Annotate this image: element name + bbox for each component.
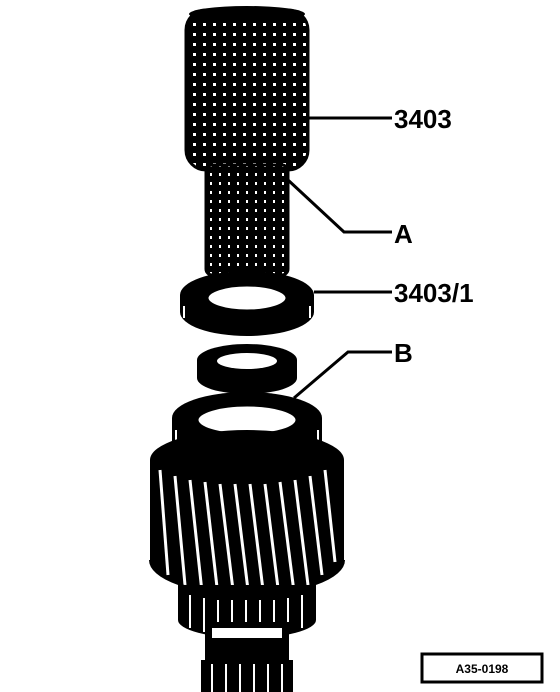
leader-b: [293, 350, 392, 400]
gear-shaft: [149, 392, 345, 692]
bearing-b: [197, 344, 297, 394]
thrust-ring-3403-1: [180, 271, 314, 336]
reference-code: A35-0198: [456, 662, 509, 676]
tool-3403-stem: [204, 163, 290, 277]
reference-code-box: A35-0198: [420, 652, 544, 684]
tool-3403-handle: [184, 6, 310, 172]
label-a: A: [394, 219, 413, 249]
label-3403: 3403: [394, 104, 452, 134]
leader-a: [286, 178, 392, 234]
leader-lines: [286, 116, 392, 400]
label-b: B: [394, 338, 413, 368]
label-3403-1: 3403/1: [394, 278, 474, 308]
